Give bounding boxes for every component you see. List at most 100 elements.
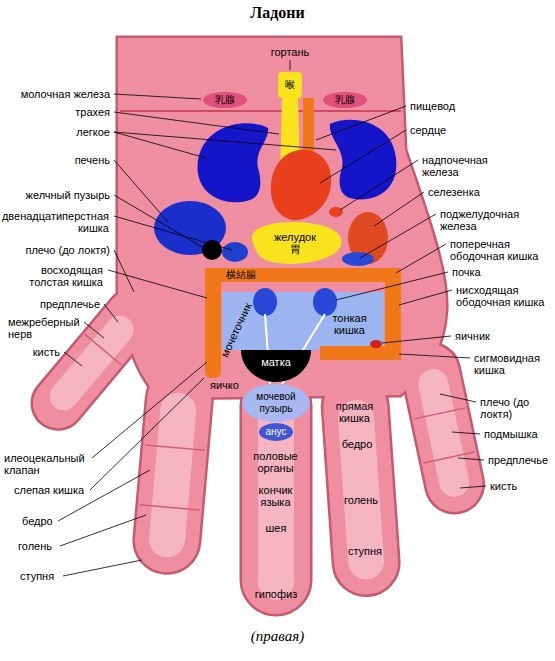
leader-line bbox=[114, 160, 168, 222]
ascending-colon-zone bbox=[205, 268, 221, 378]
ovary-zone bbox=[370, 340, 382, 348]
palm bbox=[118, 38, 446, 398]
leader-lines bbox=[58, 60, 486, 576]
palm-outline bbox=[118, 38, 446, 398]
zone-label: плечо (до локтя) bbox=[480, 396, 550, 420]
finger-zone bbox=[148, 391, 198, 559]
joint-line bbox=[140, 505, 200, 510]
stomach-zone-outline bbox=[252, 222, 342, 264]
mammary-zone bbox=[203, 92, 247, 108]
zone-label: шея bbox=[265, 522, 287, 534]
wrist-line bbox=[120, 110, 401, 112]
chinese-zone-label: 喉 bbox=[285, 79, 296, 91]
zone-label: пищевод bbox=[410, 100, 457, 112]
zone-label: бедро bbox=[341, 438, 373, 450]
zone-label: подмышка bbox=[484, 428, 539, 440]
zone-label: половые органы bbox=[245, 450, 307, 474]
joint-line bbox=[145, 445, 205, 450]
pancreas-zone bbox=[342, 252, 374, 266]
leader-line bbox=[92, 362, 207, 458]
chart-caption: (правая) bbox=[0, 627, 555, 645]
zone-label: селезенка bbox=[428, 186, 481, 198]
chinese-zone-label: 乳腺 bbox=[335, 94, 356, 106]
zone-label: прямая кишка bbox=[329, 400, 381, 424]
leader-line bbox=[90, 378, 204, 490]
kidney-zone bbox=[253, 288, 277, 316]
joint-line bbox=[414, 408, 465, 419]
zone-text: мочевой пузырь bbox=[250, 391, 302, 415]
zone-label: нисходящая ободочная кишка bbox=[456, 284, 552, 308]
finger bbox=[242, 372, 310, 614]
heart-zone bbox=[271, 150, 331, 220]
leader-line bbox=[399, 354, 470, 358]
hand-outline bbox=[23, 38, 488, 614]
zone-text: желудок bbox=[274, 231, 316, 243]
hand-fill bbox=[23, 38, 488, 614]
zone-label: тонкая кишка bbox=[327, 312, 372, 336]
finger-zones bbox=[44, 310, 472, 600]
zone-label: бедро bbox=[22, 515, 54, 527]
transverse-colon-zone bbox=[205, 268, 401, 282]
zone-label: яичник bbox=[455, 330, 491, 342]
leader-line bbox=[114, 250, 134, 292]
node-text-box: матка bbox=[241, 350, 311, 382]
zone-label: ступня bbox=[20, 570, 56, 582]
zone-label: голень bbox=[18, 540, 53, 552]
zone-label: трахея bbox=[74, 106, 110, 118]
lung-zone bbox=[197, 123, 268, 202]
duodenum-zone bbox=[222, 242, 248, 262]
zone-label: восходящая толстая кишка bbox=[23, 264, 103, 288]
leader-line bbox=[460, 486, 486, 488]
leader-line bbox=[104, 304, 118, 322]
finger bbox=[132, 365, 214, 575]
gallbladder-zone bbox=[202, 240, 222, 260]
bladder-zone-outline bbox=[242, 384, 310, 422]
zone-label: кисть bbox=[31, 346, 60, 358]
zone-label: яичко bbox=[210, 379, 240, 391]
zone-label: желчный пузырь bbox=[24, 189, 110, 201]
finger-outline bbox=[321, 373, 400, 597]
leader-line bbox=[320, 130, 406, 183]
larynx-zone bbox=[278, 72, 302, 98]
zone-label: слепая кишка bbox=[14, 484, 86, 496]
zone-label: кончик языка bbox=[245, 484, 307, 508]
zone-label: анус bbox=[265, 426, 287, 438]
zone-label: сердце bbox=[410, 124, 448, 136]
finger-outline bbox=[242, 372, 310, 614]
zone-label: ступня bbox=[347, 545, 383, 557]
leader-line bbox=[458, 458, 484, 460]
thumb bbox=[23, 280, 167, 439]
joint-line bbox=[85, 334, 122, 365]
sigmoid-colon-zone bbox=[320, 346, 401, 360]
mammary-zone bbox=[323, 92, 367, 108]
leader-line bbox=[382, 336, 451, 343]
lung-zone bbox=[330, 120, 397, 200]
leader-line bbox=[340, 160, 418, 210]
zone-label: надпочечная железа bbox=[422, 154, 502, 178]
zone-label: плечо (до локтя) bbox=[24, 244, 110, 256]
zone-label: гипофиз bbox=[254, 588, 298, 600]
leader-line bbox=[84, 322, 104, 338]
stomach-zone: желудок胃 bbox=[245, 220, 345, 266]
zone-label: поджелудочная железа bbox=[440, 208, 530, 232]
zone-label: почка bbox=[452, 266, 482, 278]
leader-line bbox=[114, 195, 204, 248]
finger-joints bbox=[85, 334, 475, 510]
zone-label: двенадцатиперстная кишка bbox=[1, 210, 109, 234]
leader-line bbox=[63, 560, 142, 576]
leader-line bbox=[114, 132, 336, 150]
zone-text: 胃 bbox=[290, 243, 301, 255]
leader-line bbox=[108, 270, 207, 298]
anus-zone bbox=[259, 423, 293, 441]
zone-label: межреберный нерв bbox=[8, 316, 80, 340]
zone-text: матка bbox=[261, 356, 291, 368]
zone-label: печень bbox=[73, 154, 110, 166]
chart-title: Ладони bbox=[0, 4, 555, 22]
zone-label: гортань bbox=[270, 46, 310, 58]
zone-label: голень bbox=[344, 494, 379, 506]
leader-line bbox=[60, 515, 146, 546]
leader-line bbox=[374, 192, 424, 226]
bladder-zone: мочевой пузырь bbox=[242, 384, 310, 422]
zone-label: предплечье bbox=[488, 454, 550, 466]
leader-line bbox=[290, 60, 291, 70]
